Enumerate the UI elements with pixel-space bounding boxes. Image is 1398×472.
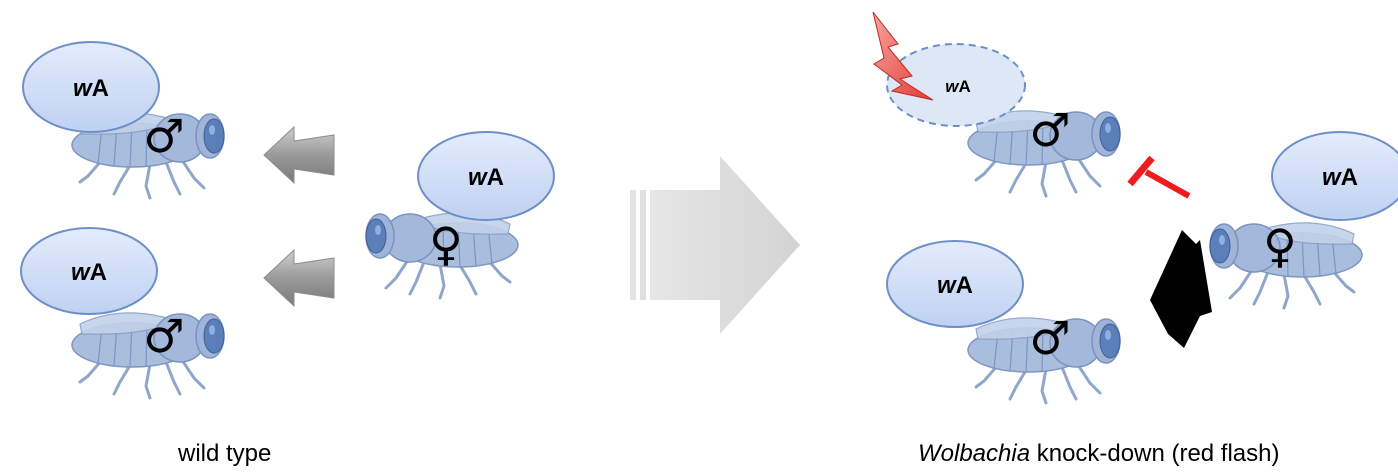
transition-arrow	[630, 156, 800, 334]
caption-knock-down: Wolbachia knock-down (red flash)	[918, 440, 1280, 468]
caption-italic: Wolbachia	[918, 440, 1030, 467]
wolbachia-label: wA	[945, 77, 971, 96]
inhibition-icon	[1130, 158, 1189, 196]
right-panel: wA ♂ wA ♂ wA ♀	[873, 12, 1398, 403]
caption-wild-type: wild type	[178, 440, 271, 468]
female-symbol: ♀	[429, 217, 463, 271]
male-symbol: ♂	[1029, 103, 1070, 157]
male-symbol: ♂	[1029, 311, 1070, 365]
caption-rest: knock-down (red flash)	[1030, 440, 1279, 467]
female-symbol: ♀	[1263, 219, 1297, 273]
left-panel: wA ♂ wA ♂ wA ♀	[21, 42, 554, 398]
arrow-stripe	[630, 190, 636, 300]
arrow-stripe	[640, 190, 646, 300]
arrow-icon	[264, 250, 334, 306]
arrow-icon	[264, 127, 334, 183]
wolbachia-label: wA	[1322, 164, 1358, 191]
wolbachia-label: wA	[71, 259, 107, 286]
wolbachia-label: wA	[937, 272, 973, 299]
arrow-icon	[1150, 230, 1212, 348]
male-fly-top-right: wA ♂	[873, 12, 1120, 196]
male-fly-bottom-right: wA ♂	[887, 241, 1120, 403]
wolbachia-label: wA	[73, 75, 109, 102]
female-fly-right-panel: wA ♀	[1210, 132, 1398, 308]
male-symbol: ♂	[143, 309, 184, 363]
male-fly-top-left: wA ♂	[23, 42, 224, 198]
male-fly-bottom-left: wA ♂	[21, 228, 224, 398]
male-symbol: ♂	[143, 109, 184, 163]
wolbachia-label: wA	[468, 164, 504, 191]
arrow-icon	[650, 156, 800, 334]
female-fly-left-panel: wA ♀	[366, 132, 554, 298]
